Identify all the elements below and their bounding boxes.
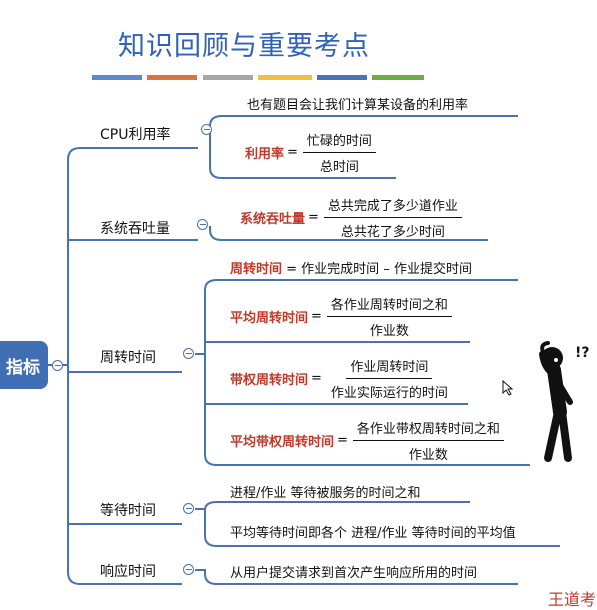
root-node-metrics[interactable]: 指标 bbox=[0, 341, 48, 389]
waiting-item-2: 平均等待时间即各个 进程/作业 等待时间的平均值 bbox=[230, 526, 516, 541]
response-item: 从用户提交请求到首次产生响应所用的时间 bbox=[230, 566, 478, 581]
color-bar-segment bbox=[203, 75, 253, 80]
formula-name: 系统吞吐量 bbox=[240, 212, 306, 227]
root-node-label: 指标 bbox=[6, 357, 40, 378]
collapse-throughput-icon[interactable] bbox=[197, 219, 208, 230]
response-sub-connector bbox=[195, 569, 518, 585]
definition-name: 周转时间 bbox=[230, 262, 283, 277]
turnaround-sub-connector bbox=[195, 279, 530, 466]
formula-denominator: 作业数 bbox=[369, 324, 409, 339]
definition-rest: = 作业完成时间 – 作业提交时间 bbox=[286, 262, 472, 277]
branch-waiting-time[interactable]: 等待时间 bbox=[100, 503, 156, 519]
equals-sign: = bbox=[287, 145, 298, 160]
collapse-root-icon[interactable] bbox=[52, 360, 63, 371]
weighted-turnaround-formula: 带权周转时间 = 作业周转时间 作业实际运行的时间 bbox=[230, 356, 452, 401]
formula-numerator: 作业周转时间 bbox=[346, 356, 433, 379]
waiting-item-1: 进程/作业 等待被服务的时间之和 bbox=[230, 486, 421, 501]
formula-name: 平均带权周转时间 bbox=[230, 435, 335, 450]
formula-denominator: 作业实际运行的时间 bbox=[330, 386, 448, 401]
formula-numerator: 各作业周转时间之和 bbox=[326, 294, 452, 317]
color-bar-segment bbox=[372, 75, 424, 80]
formula-name: 利用率 bbox=[245, 147, 285, 162]
formula-numerator: 各作业带权周转时间之和 bbox=[352, 418, 504, 441]
throughput-formula: 系统吞吐量 = 总共完成了多少道作业 总共花了多少时间 bbox=[240, 195, 462, 240]
utilization-formula: 利用率 = 忙碌的时间 总时间 bbox=[245, 130, 376, 175]
page-title: 知识回顾与重要考点 bbox=[118, 31, 370, 62]
color-bar-segment bbox=[258, 75, 312, 80]
branch-turnaround-time[interactable]: 周转时间 bbox=[100, 350, 156, 366]
exclaim-question-mark: !? bbox=[575, 345, 590, 361]
avg-turnaround-formula: 平均周转时间 = 各作业周转时间之和 作业数 bbox=[230, 294, 452, 339]
equals-sign: = bbox=[308, 210, 319, 225]
formula-denominator: 作业数 bbox=[408, 448, 448, 463]
collapse-waiting-icon[interactable] bbox=[183, 503, 194, 514]
mouse-cursor-icon bbox=[502, 380, 514, 396]
throughput-sub-connector bbox=[209, 226, 488, 241]
waiting-sub-connector bbox=[195, 501, 560, 547]
branch-system-throughput[interactable]: 系统吞吐量 bbox=[100, 221, 170, 237]
formula-numerator: 忙碌的时间 bbox=[302, 130, 376, 153]
collapse-turnaround-icon[interactable] bbox=[183, 348, 194, 359]
turnaround-definition: 周转时间 = 作业完成时间 – 作业提交时间 bbox=[230, 258, 472, 277]
color-bar-segment bbox=[147, 75, 197, 80]
formula-denominator: 总共花了多少时间 bbox=[340, 225, 445, 240]
equals-sign: = bbox=[311, 309, 322, 324]
equals-sign: = bbox=[337, 433, 348, 448]
branch-response-time[interactable]: 响应时间 bbox=[100, 564, 156, 580]
collapse-cpu-icon[interactable] bbox=[201, 124, 212, 135]
confused-person-icon bbox=[539, 341, 573, 462]
collapse-response-icon[interactable] bbox=[183, 564, 194, 575]
trunk-vertical bbox=[67, 147, 81, 585]
avg-weighted-turnaround-formula: 平均带权周转时间 = 各作业带权周转时间之和 作业数 bbox=[230, 418, 504, 463]
cpu-note: 也有题目会让我们计算某设备的利用率 bbox=[247, 98, 469, 113]
formula-denominator: 总时间 bbox=[319, 160, 359, 175]
formula-name: 平均周转时间 bbox=[230, 311, 309, 326]
formula-numerator: 总共完成了多少道作业 bbox=[323, 195, 462, 218]
equals-sign: = bbox=[311, 371, 322, 386]
formula-name: 带权周转时间 bbox=[230, 373, 309, 388]
watermark-text: 王道考 bbox=[548, 590, 597, 609]
color-bar-segment bbox=[92, 75, 142, 80]
color-bar-segment bbox=[317, 75, 367, 80]
branch-cpu-utilization[interactable]: CPU利用率 bbox=[100, 127, 171, 143]
